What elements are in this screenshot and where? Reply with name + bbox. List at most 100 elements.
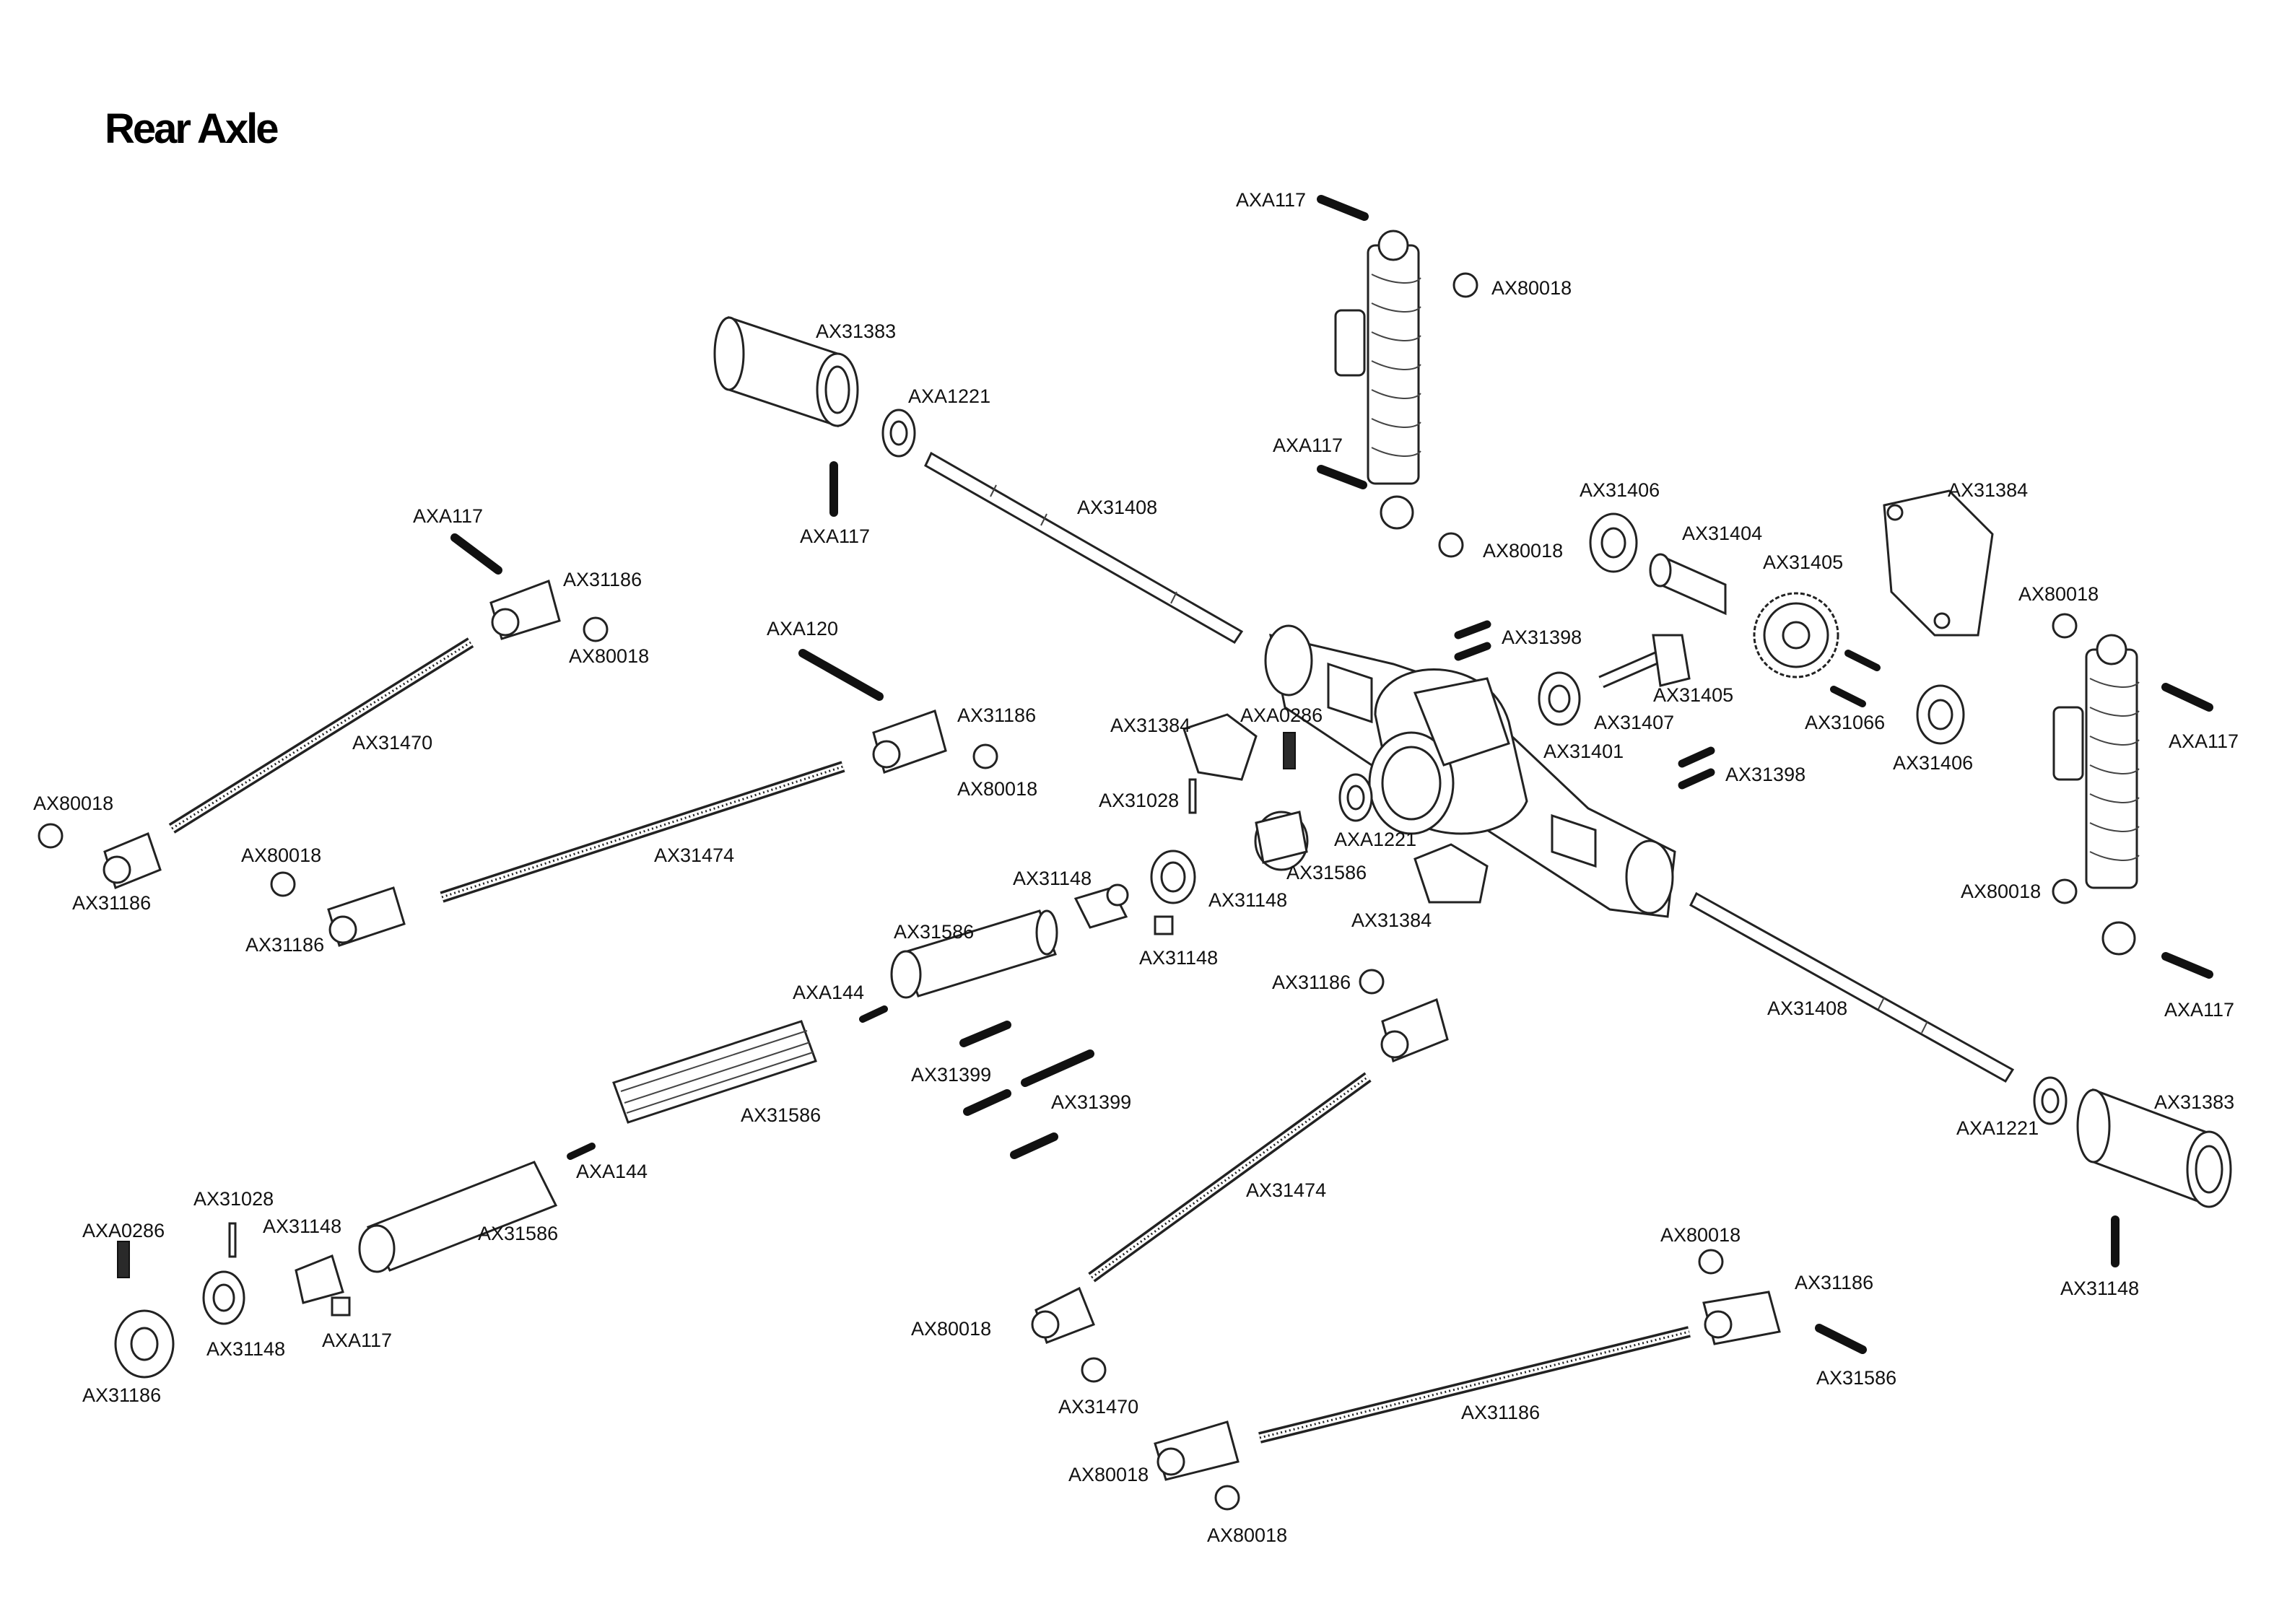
part-label: AX80018 [1483,540,1563,562]
part-label: AXA117 [413,505,483,527]
rod-end-mid-left-b [327,886,406,947]
part-label: AXA1221 [908,385,990,407]
driveshaft-yoke-bottom-left [114,1270,245,1379]
ring-gear-AX31405 [1753,592,1839,678]
part-label: AXA0286 [82,1220,165,1241]
spool-AX31404 [1649,553,1727,616]
part-label: AX80018 [1491,277,1572,299]
driveshaft-outer-tube [890,909,1058,999]
part-label: AX80018 [1660,1224,1741,1246]
part-label: AX31148 [1139,947,1218,969]
part-label: AX31470 [1058,1396,1138,1418]
part-label: AXA117 [1236,189,1306,211]
part-label: AX31384 [1351,909,1432,931]
lower-link-rod-left [440,761,845,903]
part-label: AX31148 [1208,889,1287,911]
link-mount-lower [1413,843,1489,904]
rod-end-lower-right-a [1380,997,1449,1063]
rod-end-lower-right-b [1031,1286,1095,1344]
part-label: AXA117 [322,1330,392,1351]
screws [450,195,2213,1354]
part-label: AX31470 [352,732,432,754]
bearing-AX31406-right [1916,684,1965,745]
part-label: AX31186 [245,934,324,956]
axle-shaft-left [924,451,1244,644]
part-label: AX31401 [1543,741,1624,762]
part-label: AX31408 [1767,997,1847,1019]
part-label: AX80018 [1207,1524,1287,1546]
bearing-AXA1221-right [2033,1076,2068,1125]
rod-end-bottom-b [1154,1420,1240,1481]
part-label: AX31405 [1653,684,1733,706]
driveshaft-splined-shaft [612,1020,817,1124]
bearing-AXA1221-top [881,409,916,458]
driveshaft-yoke-mid [1150,811,1309,904]
part-label: AXA1221 [1334,829,1416,850]
part-label: AX31148 [206,1338,285,1360]
lockout-right [2076,1088,2232,1208]
part-label: AXA117 [2169,730,2239,752]
bearing-AX31406-top [1589,512,1638,573]
bushings-AX80018 [38,272,2078,1511]
axle-housing [1264,624,1676,918]
part-label: AX31066 [1805,712,1885,733]
part-label: AX31398 [1502,627,1582,648]
rod-end-upper-left-a [489,580,561,640]
part-label: AX31186 [82,1384,161,1406]
setscrew-AXA0286-mid [1283,732,1296,769]
part-label: AX31407 [1594,712,1674,733]
link-mount-upper [1182,713,1258,781]
part-label: AX80018 [241,844,321,866]
part-label: AX31586 [1286,862,1367,883]
part-label: AX31383 [2154,1091,2234,1113]
driveshaft-inner-tube [358,1161,558,1273]
pin-AX31028-bottom [228,1222,237,1258]
part-label: AX31406 [1893,752,1973,774]
pinion-gear-AX31405 [1598,634,1691,689]
part-label: AX31186 [1272,972,1351,993]
part-label: AX31586 [478,1223,558,1244]
part-labels: AXA117 AX80018 AX31383 AXA1221 AXA117 AX… [33,189,2239,1546]
part-label: AX31148 [2060,1278,2139,1299]
part-label: AX31384 [1948,479,2028,501]
part-label: AX80018 [911,1318,991,1340]
part-label: AX31186 [72,892,151,914]
part-label: AX31408 [1077,497,1157,518]
part-label: AX31586 [1816,1367,1896,1389]
page-title: Rear Axle [105,105,278,152]
part-label: AX31399 [911,1064,991,1086]
part-label: AX31586 [894,921,974,943]
shock-absorber-left [1334,230,1421,530]
part-label: AXA144 [576,1161,648,1182]
part-label: AXA117 [800,525,870,547]
part-label: AX31406 [1580,479,1660,501]
lockout-left [713,315,859,428]
diff-cover-AX31384 [1883,489,1994,637]
part-label: AXA0286 [1240,704,1323,726]
part-label: AX31186 [1795,1272,1873,1293]
part-label: AX31148 [263,1215,341,1237]
part-label: AX31404 [1682,523,1762,544]
u-joint-cross-mid [1073,883,1174,935]
upper-link-rod-right [1258,1326,1691,1444]
part-label: AX31405 [1763,551,1843,573]
part-label: AX80018 [33,793,113,814]
part-label: AX80018 [2018,583,2099,605]
part-label: AX31148 [1013,868,1092,889]
part-label: AX31399 [1051,1091,1131,1113]
part-label: AX31474 [654,844,734,866]
part-label: AX80018 [957,778,1037,800]
part-label: AXA1221 [1956,1117,2039,1139]
bearing-AX31407 [1538,671,1581,726]
part-label: AX31474 [1246,1179,1326,1201]
part-label: AX31186 [957,704,1036,726]
bearing-AXA1221-mid [1338,773,1373,822]
rod-end-bottom-a [1702,1291,1781,1345]
part-label: AXA144 [793,982,864,1003]
part-label: AX80018 [1961,881,2041,902]
rod-end-upper-left-b [103,831,162,890]
u-joint-cross-bottom [295,1254,351,1317]
shock-absorber-right [2052,634,2140,956]
rod-end-mid-left-a [872,710,947,774]
